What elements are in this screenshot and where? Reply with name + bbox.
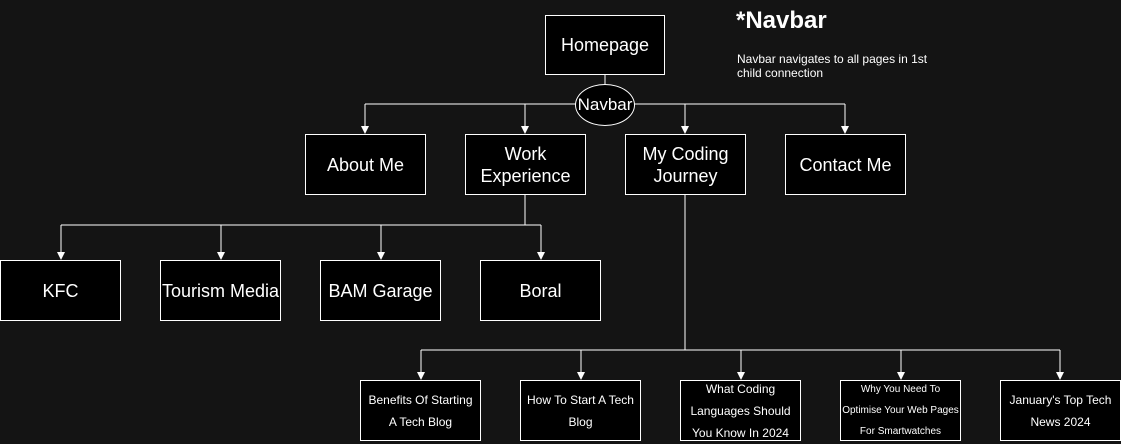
contact-me-label: Contact Me [799,154,892,175]
smartwatches-node: Why You Need To Optimise Your Web Pages … [840,380,961,441]
boral-node: Boral [480,260,601,321]
note-title: *Navbar [736,7,827,34]
boral-label: Boral [519,280,562,301]
tech-news-label: January's Top Tech News 2024 [1009,392,1112,429]
benefits-blog-node: Benefits Of Starting A Tech Blog [360,380,481,441]
note-text: Navbar navigates to all pages in 1st chi… [737,52,928,80]
benefits-blog-label: Benefits Of Starting A Tech Blog [368,392,473,429]
coding-languages-label: What Coding Languages Should You Know In… [690,381,791,440]
navbar-node: Navbar [575,84,635,126]
coding-journey-label: My Coding Journey [642,143,729,186]
bam-garage-node: BAM Garage [320,260,441,321]
homepage-label: Homepage [560,35,650,55]
navbar-label: Navbar [577,95,633,114]
coding-languages-node: What Coding Languages Should You Know In… [680,380,801,441]
contact-me-node: Contact Me [785,134,906,195]
about-me-label: About Me [326,154,405,175]
smartwatches-label: Why You Need To Optimise Your Web Pages … [842,384,959,437]
kfc-label: KFC [42,280,79,301]
start-blog-node: How To Start A Tech Blog [520,380,641,441]
tech-news-node: January's Top Tech News 2024 [1000,380,1121,441]
coding-journey-node: My Coding Journey [625,134,746,195]
start-blog-label: How To Start A Tech Blog [527,392,634,429]
work-experience-label: Work Experience [480,143,571,186]
kfc-node: KFC [0,260,121,321]
tourism-media-label: Tourism Media [161,280,280,301]
bam-garage-label: BAM Garage [328,280,433,301]
tourism-media-node: Tourism Media [160,260,281,321]
work-experience-node: Work Experience [465,134,586,195]
homepage-node: Homepage [545,15,665,75]
about-me-node: About Me [305,134,426,195]
